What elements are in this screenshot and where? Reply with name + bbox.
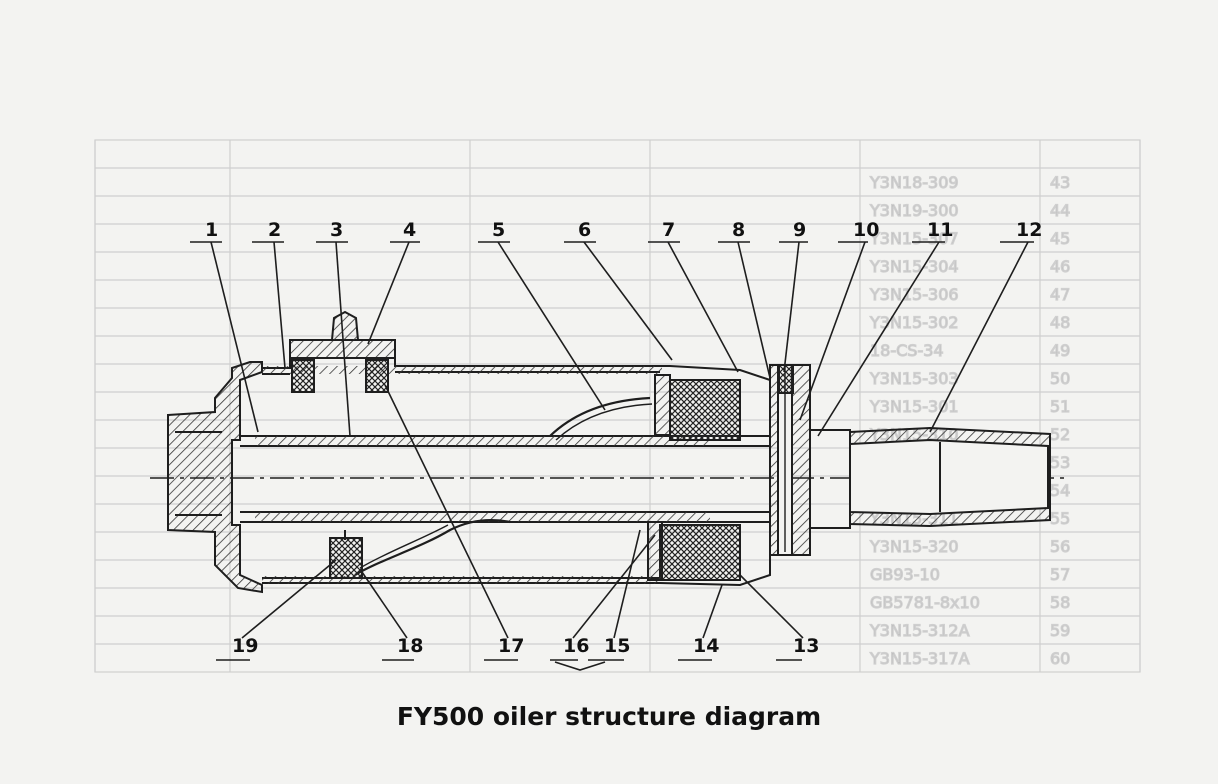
part-number-19: 19 <box>232 635 258 657</box>
diagram-caption: FY500 oiler structure diagram <box>396 702 822 731</box>
part-number-3: 3 <box>330 219 343 241</box>
table-row-code: GB93-10 <box>870 565 940 584</box>
table-row-no: 49 <box>1050 341 1070 360</box>
part-number-6: 6 <box>578 219 591 241</box>
table-row-no: 44 <box>1050 201 1070 220</box>
table-row-no: 58 <box>1050 593 1070 612</box>
check-valve <box>329 537 363 579</box>
table-row-no: 50 <box>1050 369 1070 388</box>
table-row-code: 18-CS-34 <box>870 341 944 360</box>
part-number-13: 13 <box>793 635 819 657</box>
oil-pipe <box>549 396 651 437</box>
table-row-no: 57 <box>1050 565 1070 584</box>
table-row-code: Y3N18-309 <box>869 173 959 192</box>
part-number-9: 9 <box>793 219 806 241</box>
table-row-no: 59 <box>1050 621 1070 640</box>
inner-tube <box>240 435 770 523</box>
oiler-body <box>150 310 1070 594</box>
part-number-14: 14 <box>693 635 719 657</box>
table-row-code: Y3N15-306 <box>869 285 959 304</box>
part-number-4: 4 <box>403 219 416 241</box>
part-number-5: 5 <box>492 219 505 241</box>
oil-plug <box>289 339 396 359</box>
felt-block-lower <box>659 524 741 581</box>
table-row-code: Y3N15-304 <box>869 257 959 276</box>
part-number-18: 18 <box>397 635 423 657</box>
leader-lines <box>190 241 1034 671</box>
table-row-no: 54 <box>1050 481 1070 500</box>
table-row-no: 56 <box>1050 537 1070 556</box>
table-row-code: Y3N19-300 <box>869 201 959 220</box>
table-row-no: 51 <box>1050 397 1070 416</box>
table-row-code: Y3N15-320 <box>869 537 959 556</box>
part-number-12: 12 <box>1016 219 1042 241</box>
table-row-no: 43 <box>1050 173 1070 192</box>
table-row-code: Y3N15-301 <box>869 397 959 416</box>
part-number-2: 2 <box>268 219 281 241</box>
table-row-no: 45 <box>1050 229 1070 248</box>
part-number-17: 17 <box>498 635 524 657</box>
table-row-code: Y3N15-307 <box>869 229 959 248</box>
table-row-code: Y3N15-303 <box>869 369 959 388</box>
table-row-code: Y3N15-317A <box>869 649 970 668</box>
table-row-no: 46 <box>1050 257 1070 276</box>
table-row-no: 55 <box>1050 509 1070 528</box>
table-row-no: 53 <box>1050 453 1070 472</box>
part-number-16: 16 <box>563 635 589 657</box>
table-row-no: 48 <box>1050 313 1070 332</box>
part-number-15: 15 <box>604 635 630 657</box>
part-number-10: 10 <box>853 219 879 241</box>
table-row-code: Y3N15-312A <box>869 621 970 640</box>
inlet-nozzle <box>167 361 263 594</box>
table-row-no: 52 <box>1050 425 1070 444</box>
part-number-7: 7 <box>662 219 675 241</box>
part-number-8: 8 <box>732 219 745 241</box>
felt-block-upper <box>669 379 741 441</box>
table-row-code: Y3N15-302 <box>869 313 959 332</box>
part-number-1: 1 <box>205 219 218 241</box>
part-number-11: 11 <box>927 219 953 241</box>
table-row-no: 47 <box>1050 285 1070 304</box>
table-row-no: 60 <box>1050 649 1070 668</box>
table-row-code: GB5781-8x10 <box>870 593 980 612</box>
